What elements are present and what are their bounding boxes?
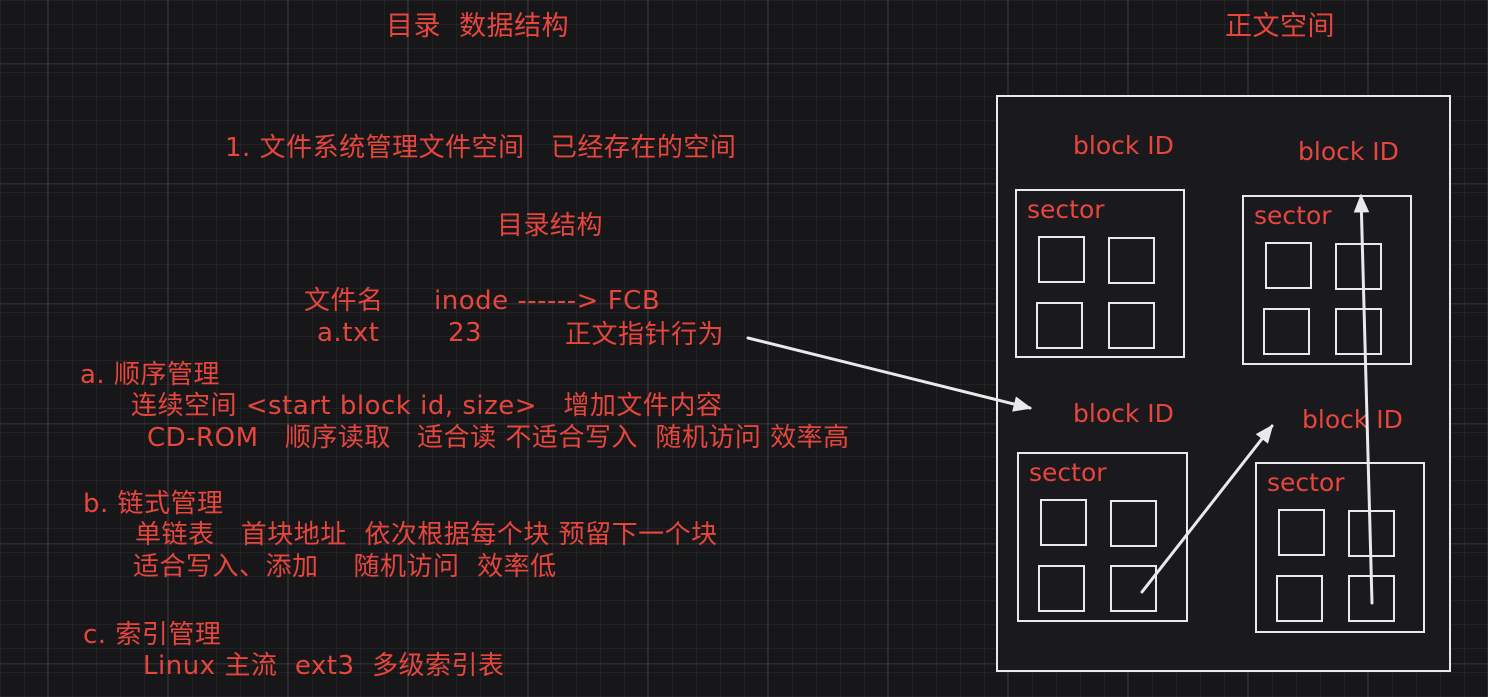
section-a-line1[interactable]: 连续空间 <start block id, size> 增加文件内容	[131, 391, 723, 421]
arrow-note-to-block	[746, 336, 1033, 412]
sector-cell[interactable]	[1108, 302, 1155, 349]
section-c-line1[interactable]: Linux 主流 ext3 多级索引表	[143, 651, 505, 681]
block-id-label-bottom-left[interactable]: block ID	[1073, 399, 1174, 428]
sector-cell[interactable]	[1110, 565, 1157, 612]
sector-label-top-right[interactable]: sector	[1254, 201, 1332, 230]
section-b-line2[interactable]: 适合写入、添加 随机访问 效率低	[133, 552, 557, 582]
note-pointer-behavior[interactable]: 正文指针行为	[565, 320, 725, 350]
sector-cell[interactable]	[1265, 242, 1312, 289]
right-column-title[interactable]: 正文空间	[1225, 11, 1335, 42]
sector-cell[interactable]	[1348, 510, 1395, 557]
sector-cell[interactable]	[1038, 236, 1085, 283]
table-cell-inode[interactable]: 23	[448, 318, 483, 348]
sector-cell[interactable]	[1263, 308, 1310, 355]
sector-cell[interactable]	[1278, 509, 1325, 556]
table-cell-filename[interactable]: a.txt	[317, 318, 380, 348]
sector-cell[interactable]	[1348, 575, 1395, 622]
sector-box-bottom-right[interactable]: sector	[1255, 462, 1425, 633]
table-header-inode-fcb[interactable]: inode ------> FCB	[434, 286, 661, 316]
sector-cell[interactable]	[1276, 575, 1323, 622]
note-intro[interactable]: 1. 文件系统管理文件空间 已经存在的空间	[225, 133, 737, 163]
left-column-title[interactable]: 目录 数据结构	[386, 11, 570, 42]
sector-cell[interactable]	[1335, 308, 1382, 355]
sector-cell[interactable]	[1110, 500, 1157, 547]
block-id-label-top-left[interactable]: block ID	[1073, 131, 1174, 160]
sector-box-top-left[interactable]: sector	[1015, 189, 1185, 358]
section-b-title[interactable]: b. 链式管理	[83, 489, 224, 519]
sector-label-bottom-right[interactable]: sector	[1267, 468, 1345, 497]
sector-label-top-left[interactable]: sector	[1027, 195, 1105, 224]
sector-box-top-right[interactable]: sector	[1242, 195, 1412, 365]
sector-cell[interactable]	[1036, 302, 1083, 349]
block-id-label-bottom-right[interactable]: block ID	[1302, 405, 1403, 434]
sector-box-bottom-left[interactable]: sector	[1017, 452, 1188, 622]
block-id-label-top-right[interactable]: block ID	[1298, 137, 1399, 166]
section-b-line1[interactable]: 单链表 首块地址 依次根据每个块 预留下一个块	[135, 520, 718, 550]
note-dir-structure[interactable]: 目录结构	[497, 211, 604, 241]
sector-label-bottom-left[interactable]: sector	[1029, 458, 1107, 487]
section-a-line2[interactable]: CD-ROM 顺序读取 适合读 不适合写入 随机访问 效率高	[147, 423, 850, 453]
section-a-title[interactable]: a. 顺序管理	[80, 360, 220, 390]
sector-cell[interactable]	[1040, 499, 1087, 546]
sector-cell[interactable]	[1108, 237, 1155, 284]
sector-cell[interactable]	[1038, 565, 1085, 612]
sector-cell[interactable]	[1335, 243, 1382, 290]
section-c-title[interactable]: c. 索引管理	[83, 620, 222, 650]
table-header-filename[interactable]: 文件名	[304, 286, 384, 316]
text-space-container-box[interactable]: block ID sector block ID sector block ID…	[996, 95, 1451, 672]
